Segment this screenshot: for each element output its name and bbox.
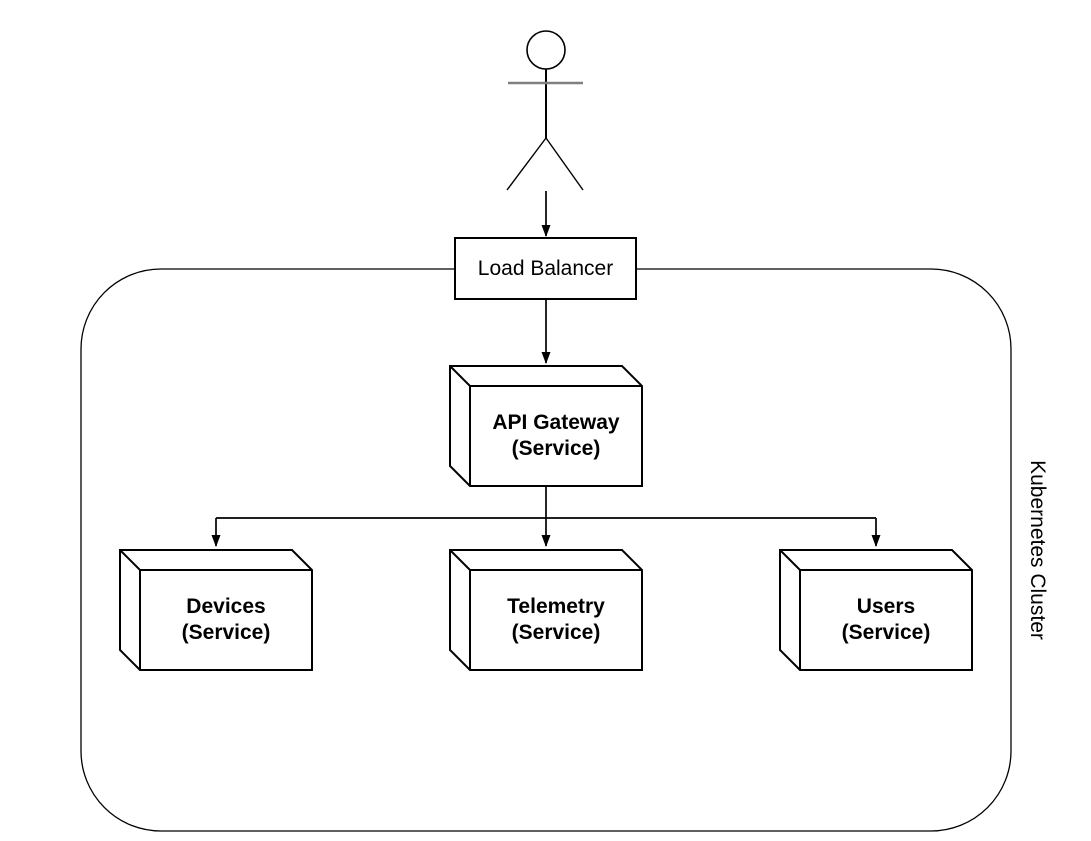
actor-left-leg	[506, 137, 547, 191]
load-balancer-node	[454, 237, 637, 300]
cube-outline	[449, 365, 643, 487]
devices-node	[119, 549, 313, 671]
cube-inner-edges	[779, 549, 972, 670]
actor-head	[526, 30, 566, 70]
telemetry-node	[449, 549, 643, 671]
api-gateway-node	[449, 365, 643, 487]
cube-inner-edges	[449, 549, 642, 670]
cube-inner-edges	[449, 365, 642, 486]
users-node	[779, 549, 973, 671]
cube-outline	[119, 549, 313, 671]
cube-outline	[779, 549, 973, 671]
actor-right-leg	[545, 137, 584, 191]
fanout-trunk	[216, 486, 876, 519]
cube-inner-edges	[119, 549, 312, 670]
edge-api-gateway-fanout	[211, 486, 881, 547]
cube-outline	[449, 549, 643, 671]
actor-icon	[506, 30, 584, 191]
